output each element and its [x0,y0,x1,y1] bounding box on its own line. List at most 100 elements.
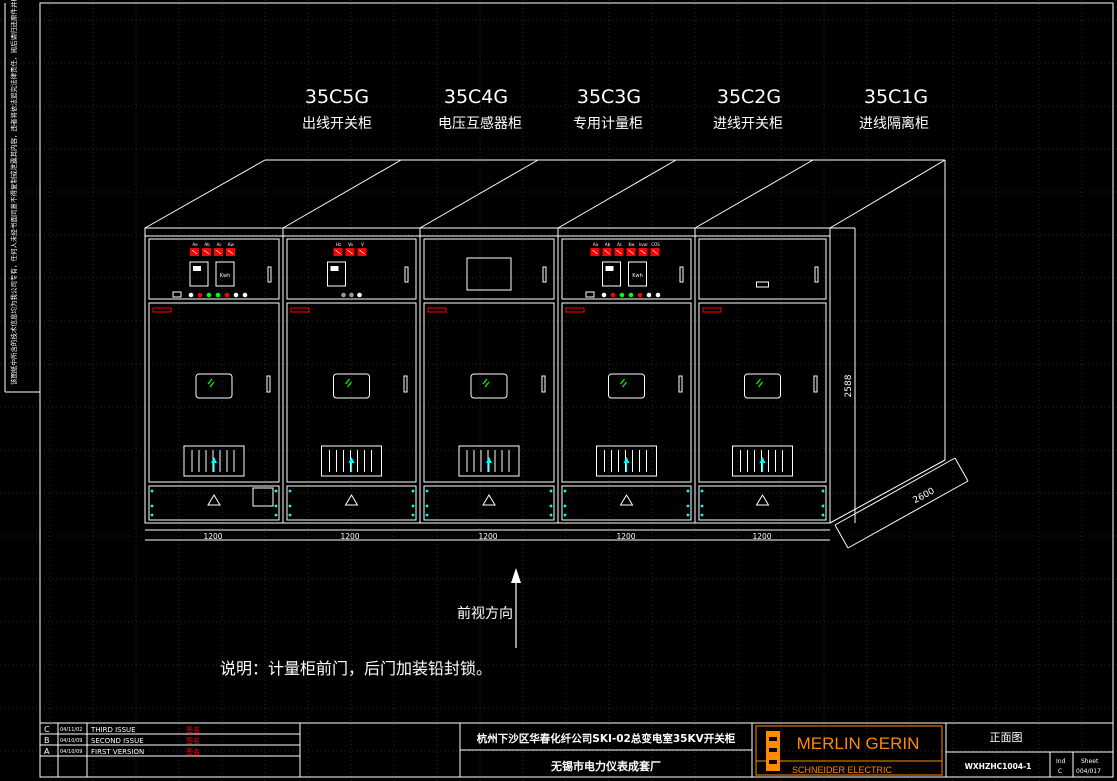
energy-meter-icon [215,261,235,287]
protection-relay-icon [189,261,209,287]
rev-c: C [44,725,50,734]
indicator-lamp [215,292,221,298]
indicator-lamp [206,292,212,298]
meter-label: Vo [348,242,353,247]
indicator-lamp [188,292,194,298]
nameplate-icon [756,281,769,288]
cabinet-name-3: 专用计量柜 [573,116,643,132]
door-handle-icon [542,266,547,283]
warning-plate [427,307,447,313]
door-handle-icon [267,266,272,283]
protection-relay-icon [327,261,346,287]
revision-table: C 04/11/02 THIRD ISSUE 签名 B 04/10/09 SEC… [44,725,200,756]
meter-needle [604,249,610,255]
indicator-lamp [425,489,429,493]
arrow-icon [211,457,217,463]
cabinet-headers: 35C5G 出线开关柜 35C4G 电压互感器柜 35C3G 专用计量柜 35C… [302,86,929,132]
width-label-2: 1200 [616,532,635,541]
inspection-window [195,373,233,399]
breaker-compartment [698,302,827,483]
meter-needle [628,249,634,255]
kwh-label: Kwh [632,273,643,279]
width-labels: 1200 1200 1200 1200 1200 [203,532,771,541]
indicator-lamp [288,504,292,508]
relay-compartment [423,238,555,300]
warning-plate [702,307,722,313]
indicator-lamp [341,292,346,298]
indicator-lamp [357,292,362,298]
indicator-lamp [288,489,292,493]
nameplate-icon [585,291,595,298]
window-glass-mark [209,381,215,388]
door-handle-icon [403,375,408,393]
meter-needle [347,249,353,255]
cable-compartment [286,485,417,521]
warning-triangle-icon [755,494,770,506]
meter-needle [592,249,598,255]
warning-plate [152,307,172,313]
ind-value: C [1058,768,1062,775]
rev-b-desc: SECOND ISSUE [91,737,144,745]
meter-label: Kw [629,242,636,247]
relay-compartment [286,238,417,300]
meter-needle [215,249,222,255]
indicator-lamp [686,504,690,508]
rev-b-date: 04/10/09 [60,738,82,744]
meter-needle [640,249,646,255]
rev-b-sign: 签名 [186,736,200,745]
indicator-lamp [610,292,616,298]
meter-needle [203,249,210,255]
rev-a-date: 04/10/09 [60,749,82,755]
meter-label: Ae [192,242,198,247]
indicator-lamp [821,513,825,517]
indicator-lamp [686,489,690,493]
meter-label: Hz [336,242,341,247]
indicator-lamp [197,292,203,298]
meter-label: Ac [217,242,222,247]
indicator-lamp [242,292,248,298]
relay-compartment [561,238,692,300]
warning-triangle-icon [619,494,634,506]
indicator-lamp [549,489,553,493]
door-handle-icon [679,266,684,283]
cabinet-name-4: 电压互感器柜 [438,115,522,132]
front-view-arrow [511,568,521,648]
warning-plate [565,307,585,313]
door-handle-icon [404,266,409,283]
door-handle-icon [678,375,683,393]
relay-display [193,266,201,271]
cabinet-name-2: 进线开关柜 [713,116,783,132]
meter-label: Ac [617,242,622,247]
indicator-lamp [288,513,292,517]
indicator-lamp [411,504,415,508]
relay-display [605,266,614,271]
door-handle-icon [814,266,819,283]
indicator-lamp [274,504,278,508]
inspection-window [333,373,370,399]
rev-a: A [44,747,50,756]
indicator-lamp [700,513,704,517]
indicator-lamp [233,292,239,298]
meter-label: Aa [593,242,599,247]
indicator-lamp [563,504,567,508]
indicator-lamp [646,292,652,298]
cable-compartment [148,485,280,521]
indicator-lamp [628,292,634,298]
meter-needle [191,249,198,255]
meter-window [466,257,512,291]
window-glass-mark [347,381,352,388]
cabinet-code-2: 35C2G [717,86,781,108]
drawing-number: WXHZHC1004-1 [965,762,1032,771]
door-handle-icon [266,375,271,393]
interlock-box [252,487,274,507]
cabinet-code-1: 35C1G [864,86,928,108]
indicator-lamp [549,504,553,508]
cabinet-3 [423,228,559,523]
indicator-lamp [411,489,415,493]
indicator-lamp [821,489,825,493]
width-label-3: 1200 [478,532,497,541]
sheet-label: Sheet [1081,758,1099,765]
